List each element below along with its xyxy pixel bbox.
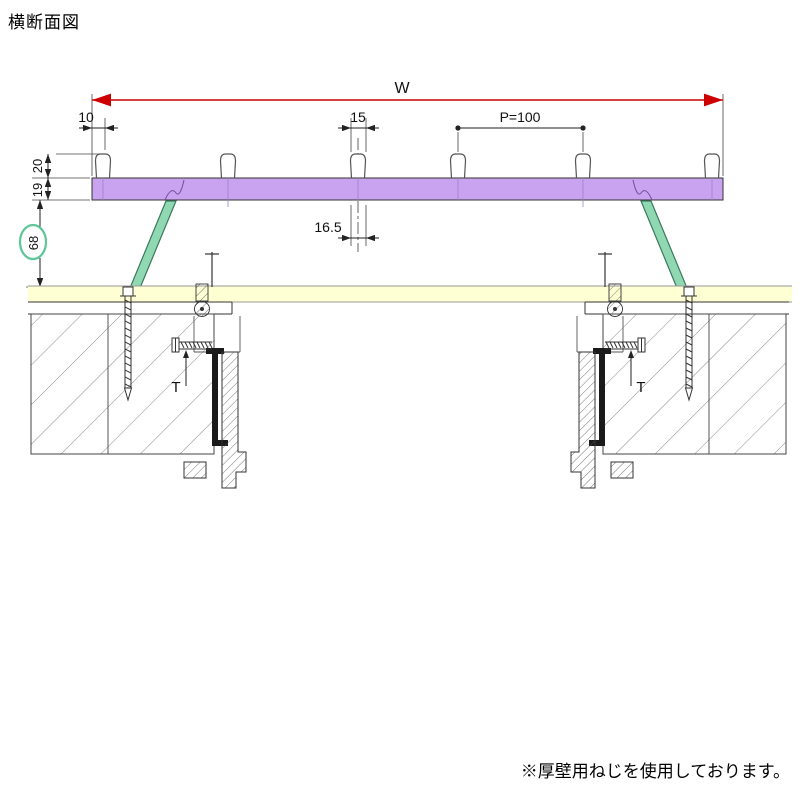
clip <box>574 153 592 179</box>
clip-height-label: 20 <box>30 159 45 173</box>
rail-break-line-right <box>632 179 653 201</box>
frame-profile <box>570 351 596 489</box>
dimension-w: W <box>91 80 724 176</box>
center-offset-label: 16.5 <box>314 219 341 235</box>
dimension-p100: P=100 <box>455 109 586 152</box>
clip <box>703 153 721 179</box>
frame-profile <box>221 351 247 489</box>
dimension-19-20: 20 19 <box>30 153 100 201</box>
fixing-screw <box>605 337 646 353</box>
dimension-68: 68 <box>18 200 96 288</box>
wall-right: T <box>570 252 789 489</box>
anchor-bolt <box>194 252 219 317</box>
dimension-15: 15 <box>338 109 379 152</box>
ceiling-band <box>28 286 792 302</box>
w-label: W <box>394 80 410 97</box>
frame-foot-block <box>183 461 207 479</box>
highlight-circle <box>18 223 48 261</box>
bracket-right <box>640 200 688 289</box>
rail-break-line-left <box>164 179 185 201</box>
t-right-label: T <box>636 379 645 396</box>
t-left-label: T <box>171 379 180 396</box>
vertical-screw <box>120 286 136 402</box>
wood-section <box>30 313 215 455</box>
frame-foot-block <box>610 461 634 479</box>
rail-clips <box>94 153 721 179</box>
bracket-left <box>129 200 177 289</box>
label-t-right: T <box>628 350 646 396</box>
anchor-bolt <box>598 252 623 317</box>
wood-section <box>602 313 787 455</box>
drawing-title: 横断面図 <box>8 13 80 32</box>
label-t-left: T <box>171 350 189 396</box>
clip-width-label: 15 <box>350 109 366 125</box>
footnote: ※厚壁用ねじを使用しております。 <box>520 762 790 781</box>
bracket-height-label: 68 <box>26 236 41 250</box>
fixing-screw <box>171 337 213 353</box>
vertical-screw <box>681 286 697 402</box>
dimension-16-5: 16.5 <box>314 205 379 246</box>
wall-left: T <box>28 252 247 489</box>
clip <box>449 153 467 179</box>
pitch-label: P=100 <box>500 109 541 125</box>
angle-bar <box>589 348 611 446</box>
clip <box>94 153 112 179</box>
angle-bar <box>206 348 228 446</box>
clip <box>349 153 367 179</box>
dimension-10: 10 <box>78 109 118 150</box>
clip <box>219 153 237 179</box>
offset10-label: 10 <box>78 109 94 125</box>
clip-stems <box>102 178 713 207</box>
cross-rail <box>91 177 724 201</box>
rail-thickness-label: 19 <box>30 183 45 197</box>
